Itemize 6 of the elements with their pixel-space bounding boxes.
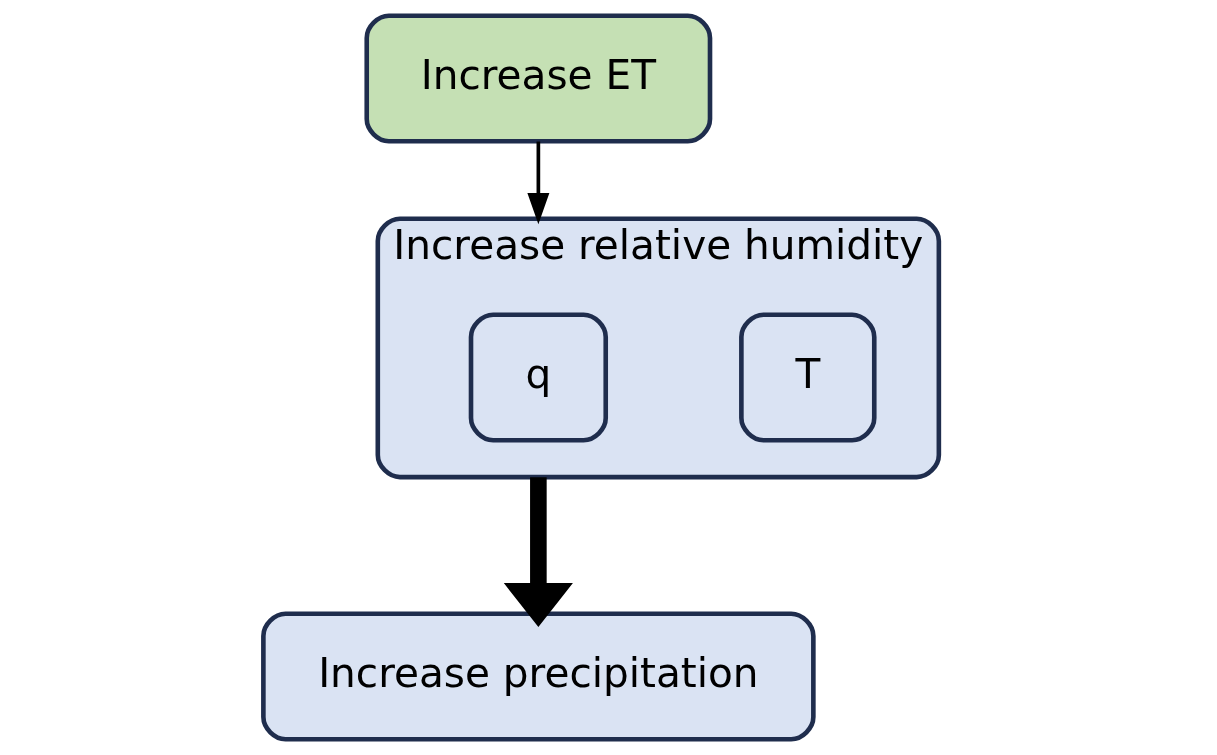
arrow xyxy=(503,477,573,627)
arrow xyxy=(527,141,550,225)
node-box: q xyxy=(468,312,609,443)
node-box: T xyxy=(739,312,877,443)
node-box: Increase precipitation xyxy=(261,611,816,742)
node-box: Increase ET xyxy=(364,13,713,144)
